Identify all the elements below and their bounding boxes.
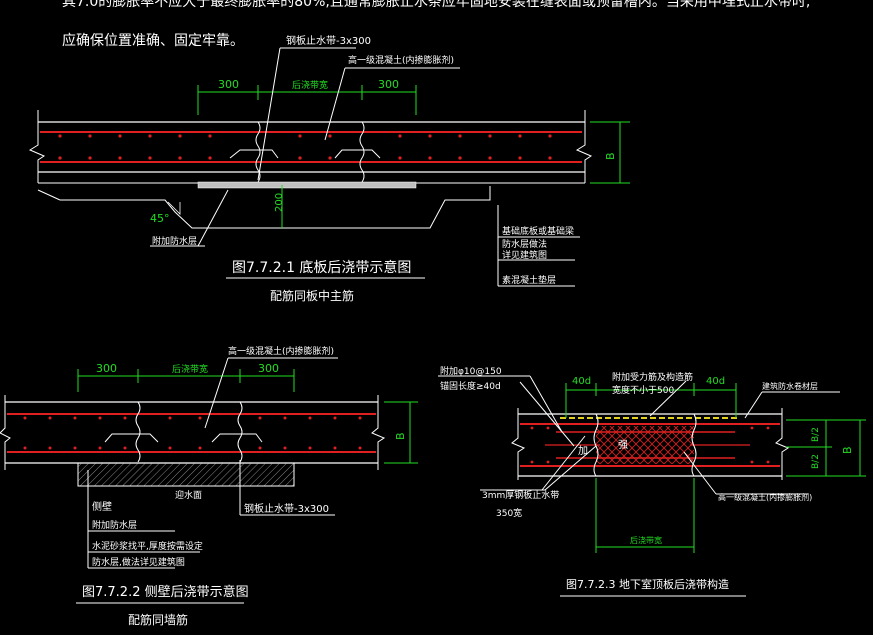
fig1-floor-slab-diagram: 45° 300 后浇带宽 300 钢板止水带-3x300 高一级混凝土(内掺膨胀…: [28, 34, 630, 303]
fig3-extra-bars-2: 宽度不小于500: [612, 384, 674, 396]
fig2-side-wall-diagram: 300 后浇带宽 300 高一级混凝土(内掺膨胀剂) B 迎水面 侧壁 钢板止水…: [0, 345, 418, 627]
fig3-top-waterproof: 建筑防水卷材层: [762, 381, 818, 391]
fig2-concrete-label: 高一级混凝土(内掺膨胀剂): [228, 345, 334, 357]
fig3-anchor-label: 锚固长度≥40d: [440, 380, 501, 392]
fig3-rebar-dots: [530, 426, 770, 464]
fig2-layer-2: 水泥砂浆找平,厚度按需设定: [92, 540, 203, 552]
fig1-dim-band: 后浇带宽: [292, 79, 328, 91]
intro-line-1: 其7.0的膨胀率不应大于最终膨胀率的80%,且通常膨胀止水条应牢固地安装在缝表面…: [62, 0, 810, 10]
fig2-rebar-dots: [23, 416, 362, 450]
fig3-mark-a: 加: [578, 445, 588, 457]
fig3-dim-40d-right: 40d: [706, 376, 725, 387]
fig1-note: 配筋同板中主筋: [270, 288, 354, 303]
fig2-layer-3: 防水层,做法详见建筑图: [92, 556, 185, 568]
fig3-roof-slab-diagram: 加 强 40d 40d 附加φ10@150 锚固长度≥40d 附加受力筋及构造筋…: [438, 365, 866, 597]
fig3-dim-band: 后浇带宽: [630, 535, 662, 545]
fig3-dim-40d-left: 40d: [572, 376, 591, 387]
fig3-rebar-label: 附加φ10@150: [440, 365, 502, 377]
fig2-dim-B: B: [394, 432, 407, 440]
fig3-dim-B2-bottom: B/2: [811, 454, 821, 469]
fig1-layer-4: 素混凝土垫层: [502, 274, 556, 286]
fig3-waterstop-width: 350宽: [496, 507, 522, 519]
fig3-extra-bars: 附加受力筋及构造筋: [612, 371, 693, 383]
fig2-dim-300-right: 300: [258, 362, 279, 375]
fig1-extra-waterproof: 附加防水层: [152, 235, 197, 247]
fig1-layer-3: 详见建筑图: [502, 249, 547, 261]
fig1-dim-200: 200: [274, 193, 285, 212]
fig2-upstream-label: 迎水面: [175, 489, 202, 501]
fig1-dim-B: B: [604, 152, 617, 160]
fig3-concrete-label: 高一级混凝土(内掺膨胀剂): [718, 492, 812, 502]
fig2-dim-band: 后浇带宽: [172, 363, 208, 375]
fig1-rebar-dots: [58, 134, 552, 160]
fig2-waterstop-label: 钢板止水带-3x300: [244, 502, 329, 515]
fig1-layer-1: 基础底板或基础梁: [502, 225, 574, 237]
fig2-dim-300-left: 300: [96, 362, 117, 375]
fig1-angle-label: 45°: [150, 212, 170, 225]
fig3-caption: 图7.7.2.3 地下室顶板后浇带构造: [566, 577, 729, 591]
fig3-dim-B2-top: B/2: [811, 427, 821, 442]
fig1-dim-300-right: 300: [378, 78, 399, 91]
fig2-side-label: 侧壁: [92, 500, 112, 513]
fig2-layer-1: 附加防水层: [92, 519, 137, 531]
fig3-mark-b: 强: [618, 439, 628, 451]
fig1-dim-300-left: 300: [218, 78, 239, 91]
fig1-concrete-label: 高一级混凝土(内掺膨胀剂): [348, 54, 454, 66]
fig1-caption: 图7.7.2.1 底板后浇带示意图: [232, 259, 411, 276]
fig2-note: 配筋同墙筋: [128, 612, 188, 627]
fig1-waterstop-label: 钢板止水带-3x300: [286, 34, 371, 47]
fig1-layer-2: 防水层做法: [502, 238, 547, 250]
intro-line-2: 应确保位置准确、固定牢靠。: [62, 32, 244, 49]
fig2-caption: 图7.7.2.2 侧壁后浇带示意图: [82, 584, 249, 600]
fig3-dim-B: B: [841, 446, 854, 454]
fig3-waterstop-label: 3mm厚钢板止水带: [482, 489, 559, 501]
